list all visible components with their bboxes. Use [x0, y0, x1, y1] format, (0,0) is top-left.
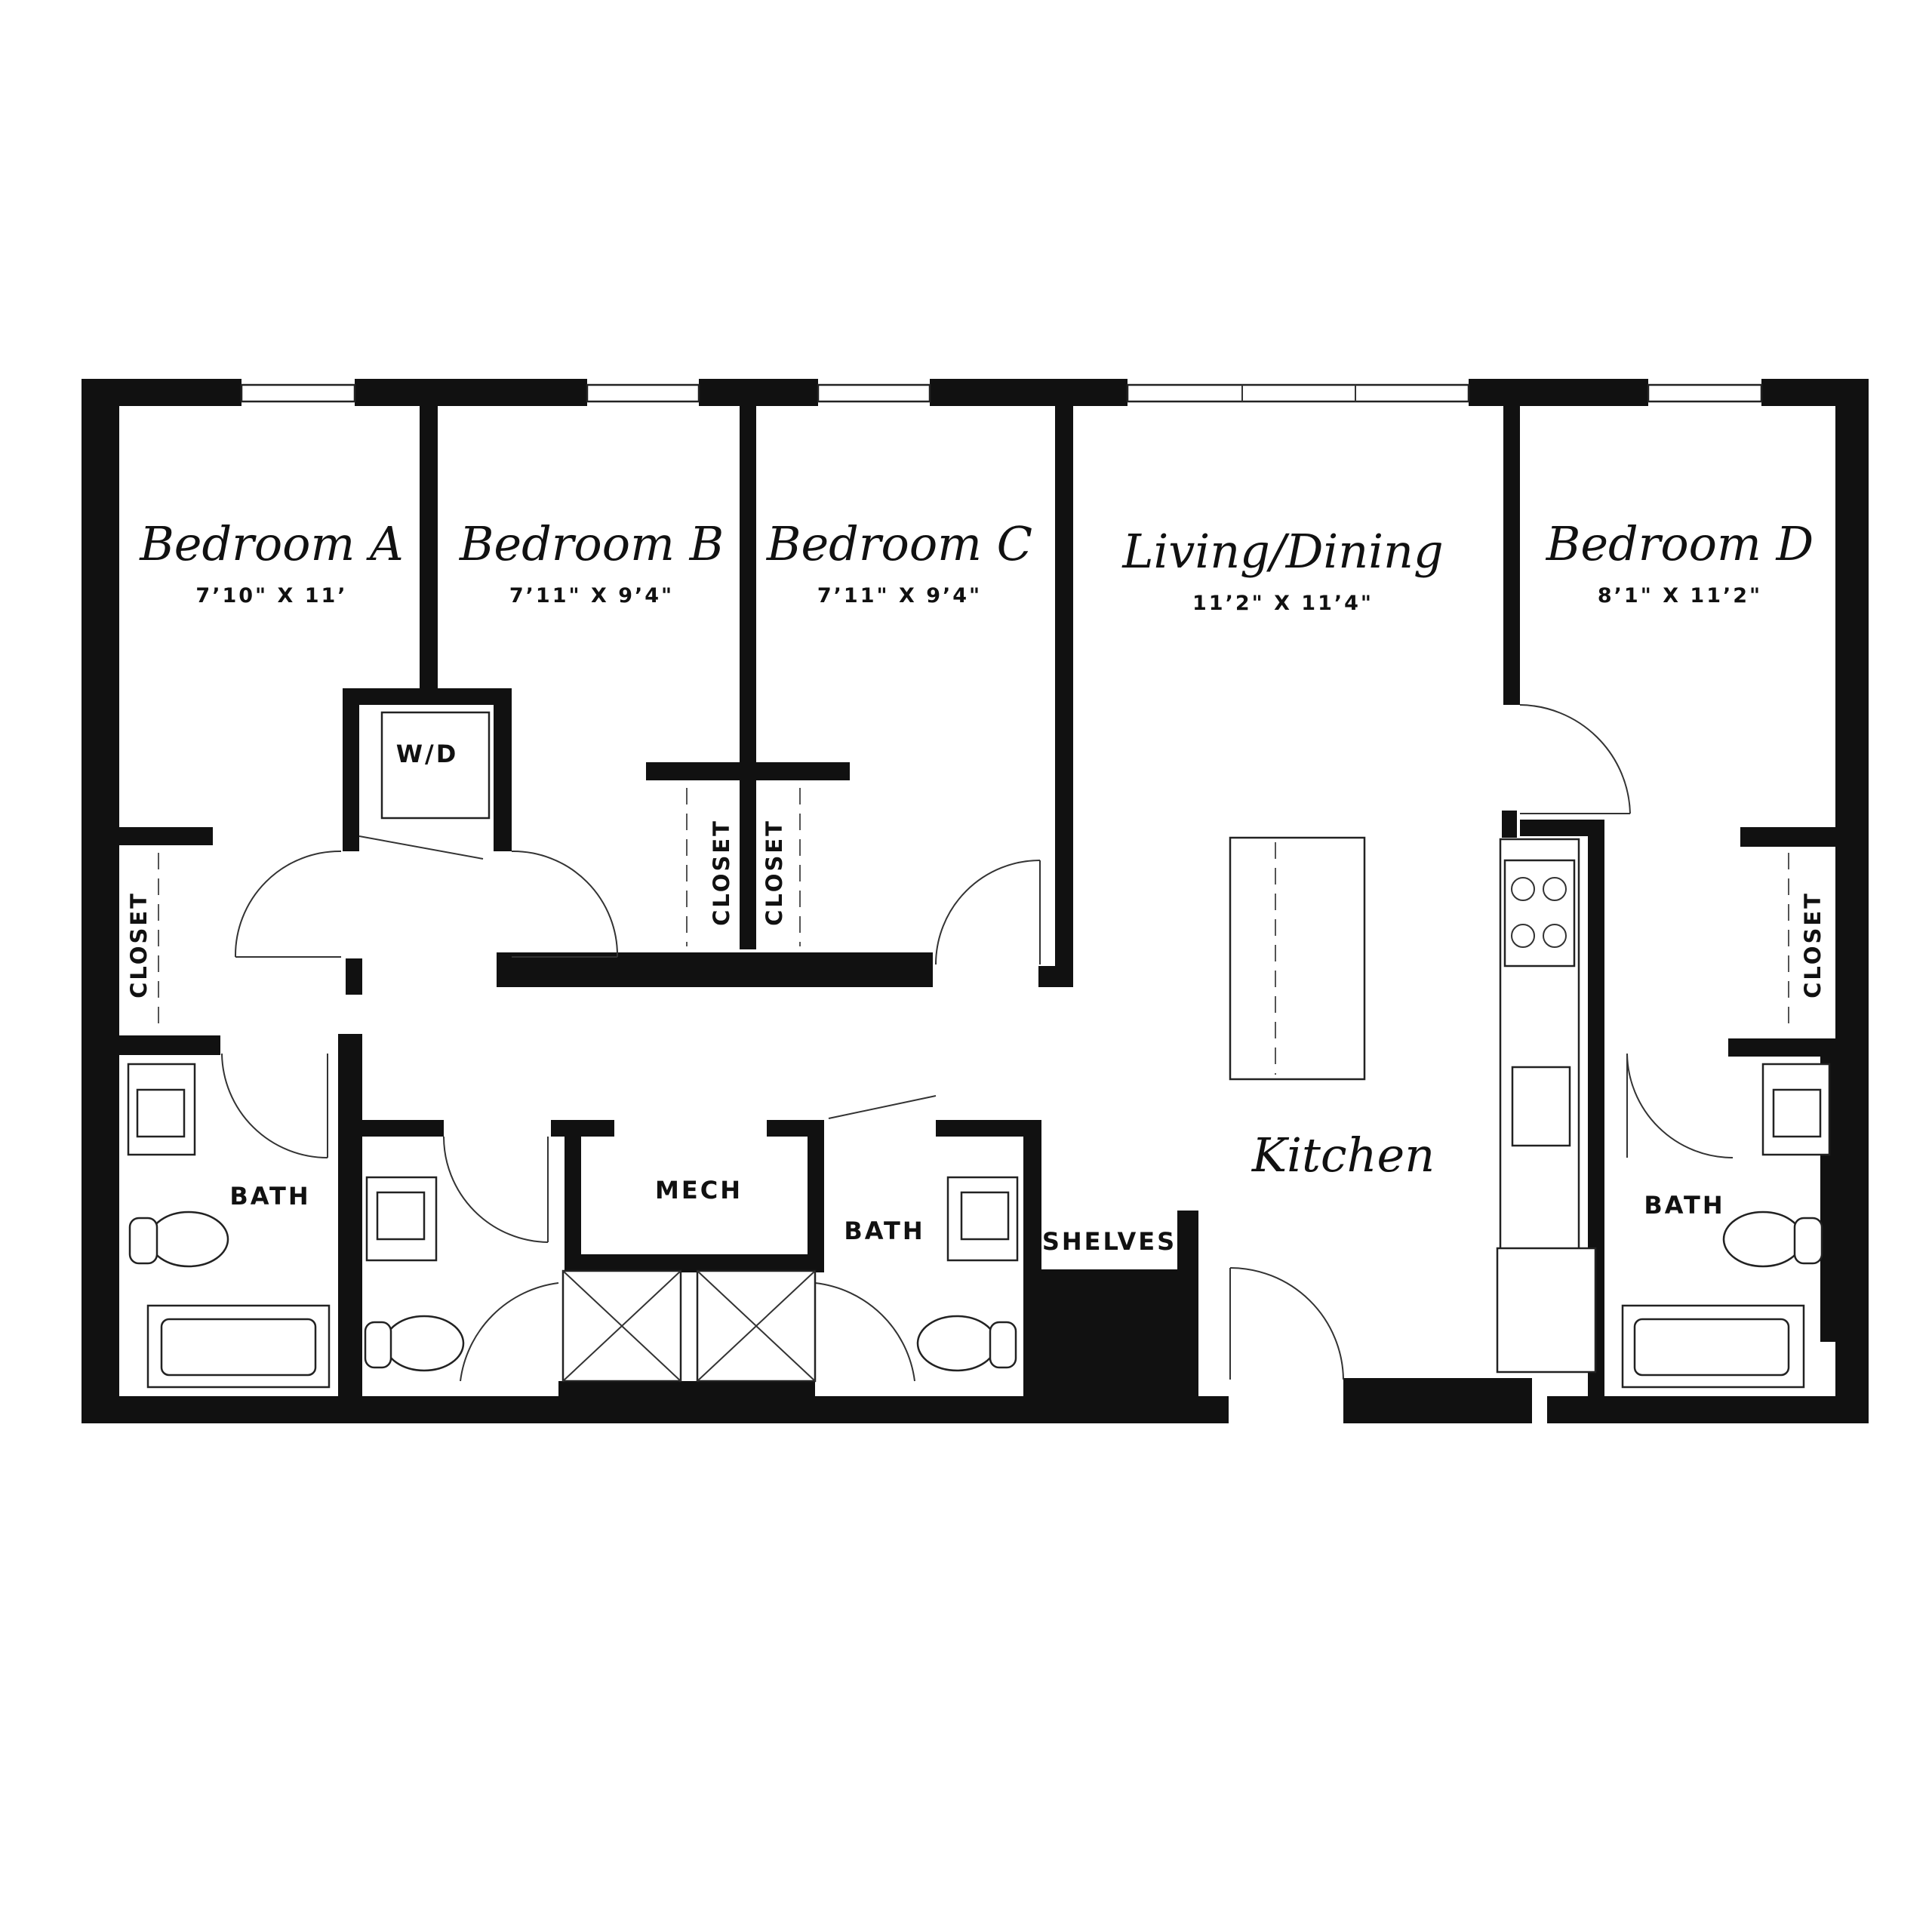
closet-a-label: CLOSET — [126, 891, 152, 998]
closet-d-label: CLOSET — [1800, 891, 1826, 998]
doors — [221, 704, 1734, 1382]
bedroom-d-name: Bedroom D — [1546, 516, 1814, 571]
kitchen-name: Kitchen — [1251, 1128, 1435, 1183]
bedroom-c-name: Bedroom C — [766, 516, 1032, 571]
wd-label: W/D — [396, 740, 459, 768]
bedroom-a-dims: 7’10" X 11’ — [195, 584, 347, 608]
shelves-label: SHELVES — [1042, 1227, 1177, 1256]
living-dining-dims: 11’2" X 11’4" — [1192, 592, 1374, 615]
windows — [240, 383, 1763, 403]
bath-a-label: BATH — [229, 1182, 310, 1211]
bedroom-b-dims: 7’11" X 9’4" — [509, 584, 674, 608]
bedroom-a-name: Bedroom A — [139, 516, 404, 571]
bedroom-c-dims: 7’11" X 9’4" — [817, 584, 982, 608]
bath-center-label: BATH — [844, 1217, 924, 1245]
closet-c-label: CLOSET — [761, 819, 787, 926]
living-dining-name: Living/Dining — [1121, 524, 1443, 579]
mech-label: MECH — [655, 1176, 743, 1204]
walls — [82, 379, 1869, 1423]
closet-b-label: CLOSET — [709, 819, 734, 926]
fixtures — [127, 711, 1831, 1389]
bedroom-b-name: Bedroom B — [459, 516, 724, 571]
room-labels: Bedroom A 7’10" X 11’ Bedroom B 7’11" X … — [126, 516, 1826, 1256]
bedroom-d-dims: 8’1" X 11’2" — [1598, 584, 1762, 608]
bath-d-label: BATH — [1644, 1191, 1724, 1220]
